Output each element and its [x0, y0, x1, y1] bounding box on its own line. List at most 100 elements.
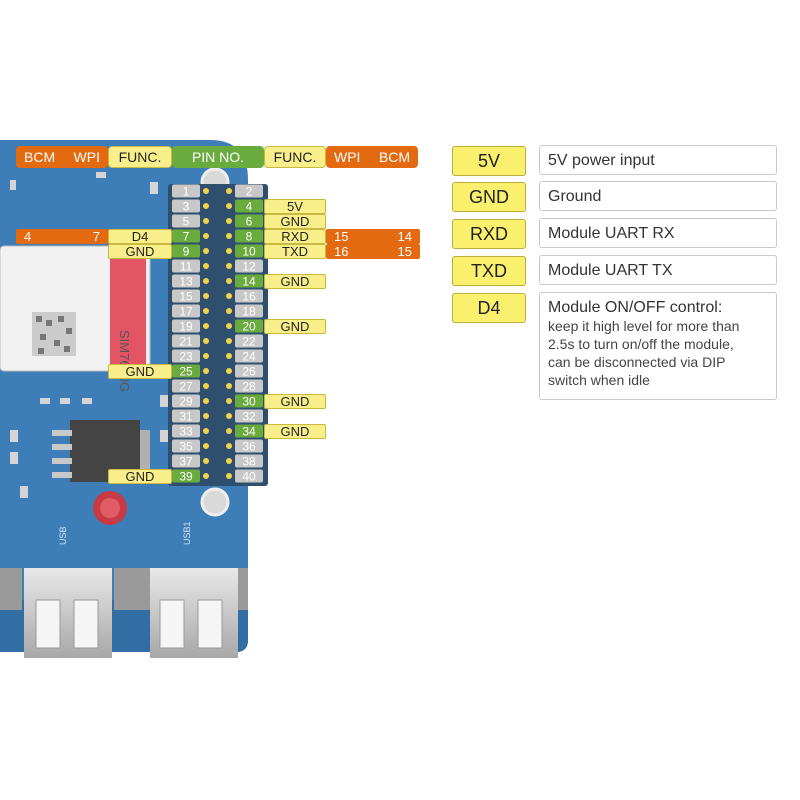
pin7-bcm-wpi-a: 4	[24, 229, 32, 244]
pin-number-20: 20	[242, 320, 256, 334]
pin-16	[235, 289, 263, 303]
legend-desc-main: Module UART RX	[548, 225, 675, 242]
chip-label: SIM7670G	[117, 330, 132, 392]
pin-27	[172, 379, 200, 393]
pin-number-40: 40	[242, 470, 256, 484]
pin-number-30: 30	[242, 395, 256, 409]
pin-15	[172, 289, 200, 303]
pin-number-7: 7	[183, 230, 190, 244]
legend-desc-line: keep it high level for more than	[548, 318, 740, 334]
pin-35	[172, 439, 200, 453]
legend-desc-line: 2.5s to turn on/off the module,	[548, 336, 734, 352]
pin-36	[235, 439, 263, 453]
pin-40	[235, 469, 263, 483]
header-bcm-left: BCM	[24, 149, 56, 165]
pin-19	[172, 319, 200, 333]
func-label-p34: GND	[264, 424, 326, 439]
pin-25	[172, 364, 200, 378]
pin-5	[172, 214, 200, 228]
pin-number-10: 10	[242, 245, 256, 259]
func-label-p7: D4	[108, 229, 172, 244]
legend-desc-gnd: Ground	[539, 181, 777, 211]
pin-number-33: 33	[179, 425, 193, 439]
pin-18	[235, 304, 263, 318]
pin-number-36: 36	[242, 440, 256, 454]
header-pin-no: PIN NO.	[172, 146, 264, 168]
pin-22	[235, 334, 263, 348]
pin-20	[235, 319, 263, 333]
pin-7	[172, 229, 200, 243]
pin-29	[172, 394, 200, 408]
pin-26	[235, 364, 263, 378]
pin-2	[235, 184, 263, 198]
mount-hole	[200, 487, 230, 517]
pin-13	[172, 274, 200, 288]
pin-number-21: 21	[179, 335, 193, 349]
pin-17	[172, 304, 200, 318]
pin-number-34: 34	[242, 425, 256, 439]
pin10-wpi-bcm-a: 16	[334, 244, 349, 259]
legend-desc-main: Ground	[548, 188, 602, 205]
header-func-left: FUNC.	[108, 146, 172, 168]
pin-number-25: 25	[179, 365, 193, 379]
pin-24	[235, 349, 263, 363]
pin-number-17: 17	[179, 305, 193, 319]
pin-number-38: 38	[242, 455, 256, 469]
pin-38	[235, 454, 263, 468]
pin-number-13: 13	[179, 275, 193, 289]
pin-number-19: 19	[179, 320, 193, 334]
pin-33	[172, 424, 200, 438]
legend-desc-rxd: Module UART RX	[539, 218, 777, 248]
func-label-p8: RXD	[264, 229, 326, 244]
pin-number-37: 37	[179, 455, 193, 469]
legend-key-txd: TXD	[452, 256, 526, 286]
gpio-header: 1357911131517192123252729313335373924681…	[168, 184, 268, 486]
legend-key-rxd: RXD	[452, 219, 526, 249]
legend-key-gnd: GND	[452, 182, 526, 212]
pin-number-11: 11	[180, 260, 193, 274]
usb-port-right	[136, 568, 248, 658]
func-label-p6: GND	[264, 214, 326, 229]
pin-30	[235, 394, 263, 408]
pin8-wpi-bcm-b: 14	[397, 229, 412, 244]
pin-number-15: 15	[179, 290, 193, 304]
pin-number-6: 6	[246, 215, 253, 229]
pin-34	[235, 424, 263, 438]
pin-32	[235, 409, 263, 423]
pin-37	[172, 454, 200, 468]
legend-desc-line: can be disconnected via DIP	[548, 354, 726, 370]
pin-number-4: 4	[246, 200, 253, 214]
pin-number-35: 35	[179, 440, 193, 454]
func-label-p20: GND	[264, 319, 326, 334]
legend-desc-main: 5V power input	[548, 152, 655, 169]
pin-39	[172, 469, 200, 483]
pin-number-16: 16	[242, 290, 256, 304]
usb-right-label: USB1	[182, 521, 192, 545]
func-label-p9: GND	[108, 244, 172, 259]
usb-port-left	[0, 568, 136, 658]
pin-number-2: 2	[246, 185, 253, 199]
pin-14	[235, 274, 263, 288]
legend-key-5v: 5V	[452, 146, 526, 176]
legend-desc-main: Module ON/OFF control:	[548, 299, 723, 316]
pin-9	[172, 244, 200, 258]
pin-11	[172, 259, 200, 273]
pin-6	[235, 214, 263, 228]
legend-desc-5v: 5V power input	[539, 145, 777, 175]
header-wpi-right: WPI	[334, 149, 361, 165]
pin-3	[172, 199, 200, 213]
pin-number-28: 28	[242, 380, 256, 394]
legend-desc-d4: Module ON/OFF control: keep it high level…	[539, 292, 777, 400]
func-label-p14: GND	[264, 274, 326, 289]
pin-number-27: 27	[179, 380, 193, 394]
header-wpi-bcm-right: WPI BCM	[326, 146, 418, 168]
header-bcm-right: BCM	[378, 149, 410, 165]
func-label-p4: 5V	[264, 199, 326, 214]
pin-21	[172, 334, 200, 348]
pin-number-8: 8	[246, 230, 253, 244]
pin-10	[235, 244, 263, 258]
